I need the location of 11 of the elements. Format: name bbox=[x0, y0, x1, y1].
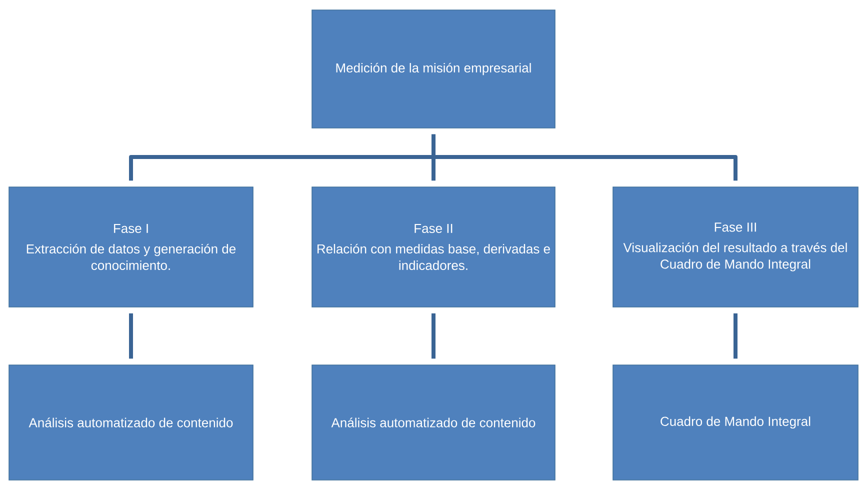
connector-line bbox=[734, 313, 738, 359]
process-box: Medición de la misión empresarial bbox=[312, 10, 556, 128]
process-box: Análisis automatizado de contenido bbox=[312, 364, 556, 480]
process-box: Fase I Extracción de datos y generación de conocimiento. bbox=[8, 186, 254, 308]
process-box: Análisis automatizado de contenido bbox=[8, 364, 254, 480]
process-box: Cuadro de Mando Integral bbox=[612, 364, 858, 480]
connector-line bbox=[432, 313, 436, 359]
connector-line bbox=[432, 134, 738, 181]
process-box: Fase II Relación con medidas base, derivadas e indicadores. bbox=[312, 186, 556, 308]
connector-line bbox=[129, 313, 133, 359]
process-box: Fase III Visualización del resultado a través del Cuadro de Mando Integral bbox=[612, 186, 858, 308]
